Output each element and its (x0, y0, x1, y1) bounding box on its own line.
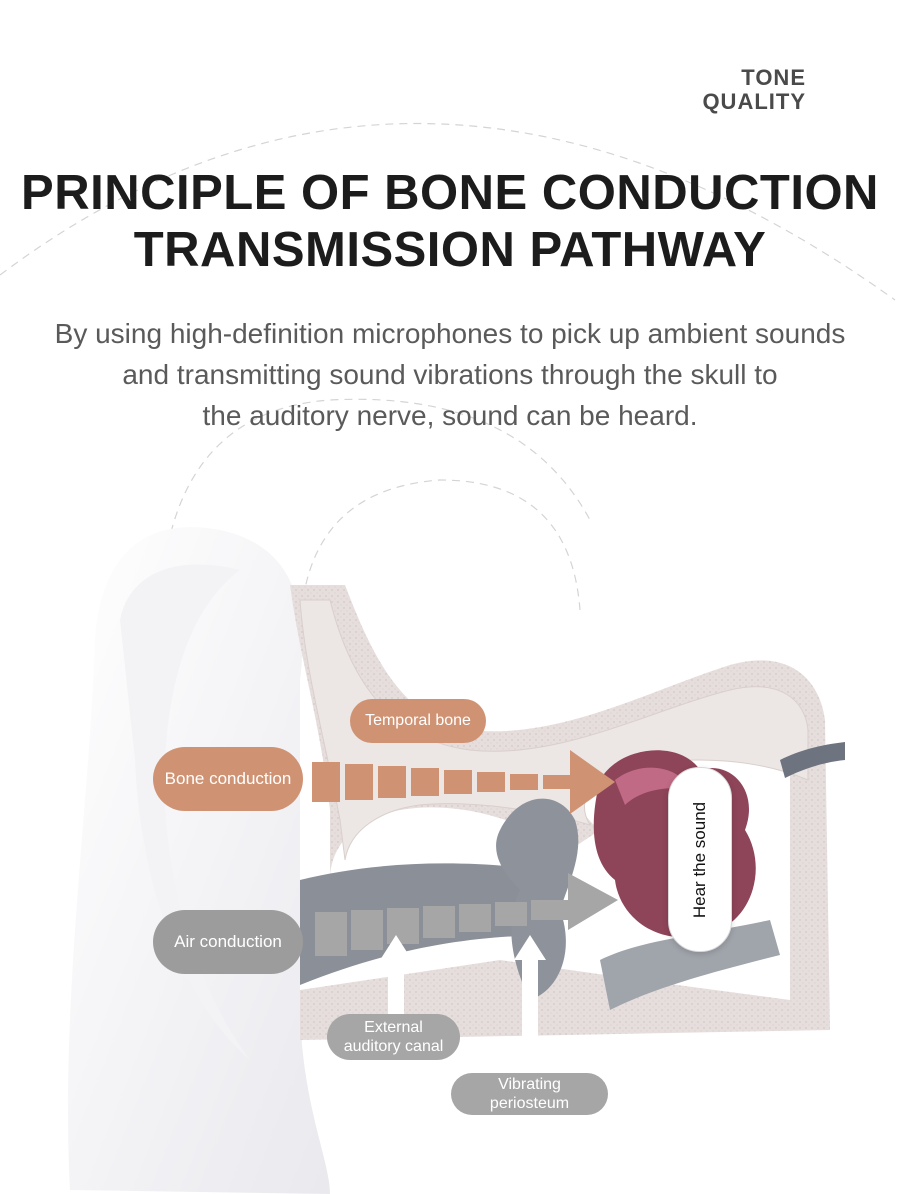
description: By using high-definition microphones to … (0, 313, 900, 436)
cochlea-highlight (615, 767, 690, 805)
auditory-nerve (780, 742, 845, 778)
air-conduction-arrow (315, 873, 618, 956)
periosteum-label-line-1: Vibrating (498, 1076, 561, 1093)
canal-label-line-1: External (364, 1019, 423, 1036)
temporal-bone-label: Temporal bone (350, 699, 486, 743)
air-conduction-label: Air conduction (153, 910, 303, 974)
bone-conduction-arrow (312, 750, 615, 814)
title-line-1: PRINCIPLE OF BONE CONDUCTION (21, 166, 879, 220)
tone-quality-label: TONE QUALITY (702, 66, 806, 114)
periosteum-label-line-2: periosteum (489, 1095, 570, 1112)
ear-rim-shade (120, 564, 250, 1060)
tone-line-1: TONE (741, 65, 806, 90)
waveform-logo-icon (93, 72, 133, 112)
dashed-arcs (0, 122, 896, 641)
description-line-3: the auditory nerve, sound can be heard. (202, 400, 698, 431)
periosteum-pointer-arrow (514, 935, 546, 1075)
hear-the-sound-label: Hear the sound (668, 767, 732, 952)
title-line-2: TRANSMISSION PATHWAY (133, 223, 767, 277)
external-auditory-canal-label: External auditory canal (327, 1014, 460, 1060)
description-line-1: By using high-definition microphones to … (54, 318, 846, 349)
canal-pointer-arrow (380, 935, 412, 1015)
sound-wave-icon (469, 531, 657, 607)
bone-conduction-label: Bone conduction (153, 747, 303, 811)
page-title: PRINCIPLE OF BONE CONDUCTION TRANSMISSIO… (0, 165, 900, 279)
tone-line-2: QUALITY (702, 89, 806, 114)
vibrating-periosteum-label: Vibrating periosteum (451, 1073, 608, 1115)
description-line-2: and transmitting sound vibrations throug… (122, 359, 778, 390)
canal-label-line-2: auditory canal (343, 1038, 444, 1055)
hear-the-sound-text: Hear the sound (690, 801, 709, 918)
middle-ear-ossicles (496, 798, 579, 1000)
auditory-tube (600, 920, 780, 1010)
outer-ear-shape (67, 527, 330, 1194)
